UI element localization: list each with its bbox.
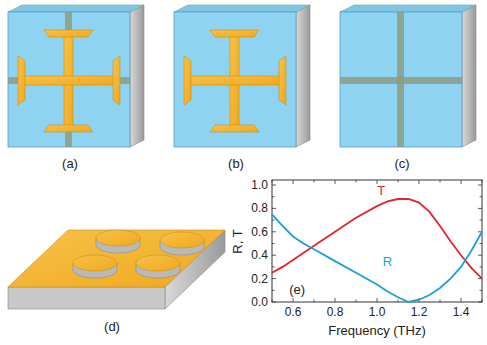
panel-label: (c) [394,157,409,170]
tick-label: 1.2 [411,306,428,318]
axis-tick [272,180,273,183]
axis-title: Frequency (THz) [328,324,426,337]
curve-label: R [383,255,392,268]
axis-tick [272,302,276,303]
axis-tick [356,300,357,303]
axis-tick [398,300,399,303]
axis-tick [335,298,336,302]
tick-label: 0.6 [251,226,268,238]
tick-label: 0.2 [251,273,268,285]
axis-tick [478,208,482,209]
axis-title: R, T [230,229,243,253]
axis-tick [461,298,462,302]
reflection-curve [272,214,482,302]
transmission-curve [272,199,482,279]
axis-tick [293,180,294,184]
axis-tick [272,208,276,209]
axis-tick [272,243,275,244]
axis-tick [272,220,275,221]
axis-tick [335,180,336,184]
axis-tick [480,266,483,267]
axis-tick [478,255,482,256]
axis-tick [272,196,275,197]
panel-label: (e) [289,283,305,296]
panel-label: (d) [104,320,120,333]
axis-tick [272,185,276,186]
tick-label: 0.8 [251,202,268,214]
axis-tick [293,298,294,302]
tick-label: 1.0 [251,179,268,191]
axis-tick [480,220,483,221]
axis-tick [377,298,378,302]
axis-tick [272,231,276,232]
panel-label: (b) [228,157,244,170]
tick-label: 1.4 [453,306,470,318]
tick-label: 0.4 [251,249,268,261]
tick-label: 0.0 [251,296,268,308]
axis-tick [480,290,483,291]
axis-tick [419,180,420,184]
axis-tick [482,180,483,183]
tick-label: 0.6 [285,306,302,318]
axis-tick [398,180,399,183]
axis-tick [478,302,482,303]
tick-label: 0.8 [327,306,344,318]
axis-tick [356,180,357,183]
axis-tick [314,300,315,303]
curve-label: T [377,184,385,197]
axis-tick [478,185,482,186]
axis-tick [272,290,275,291]
axis-tick [440,300,441,303]
axis-tick [314,180,315,183]
axis-tick [272,255,276,256]
tick-label: 1.0 [369,306,386,318]
axis-tick [272,278,276,279]
axis-tick [440,180,441,183]
panel-label: (a) [62,157,78,170]
axis-tick [461,180,462,184]
axis-tick [272,266,275,267]
axis-tick [480,196,483,197]
axis-tick [480,243,483,244]
